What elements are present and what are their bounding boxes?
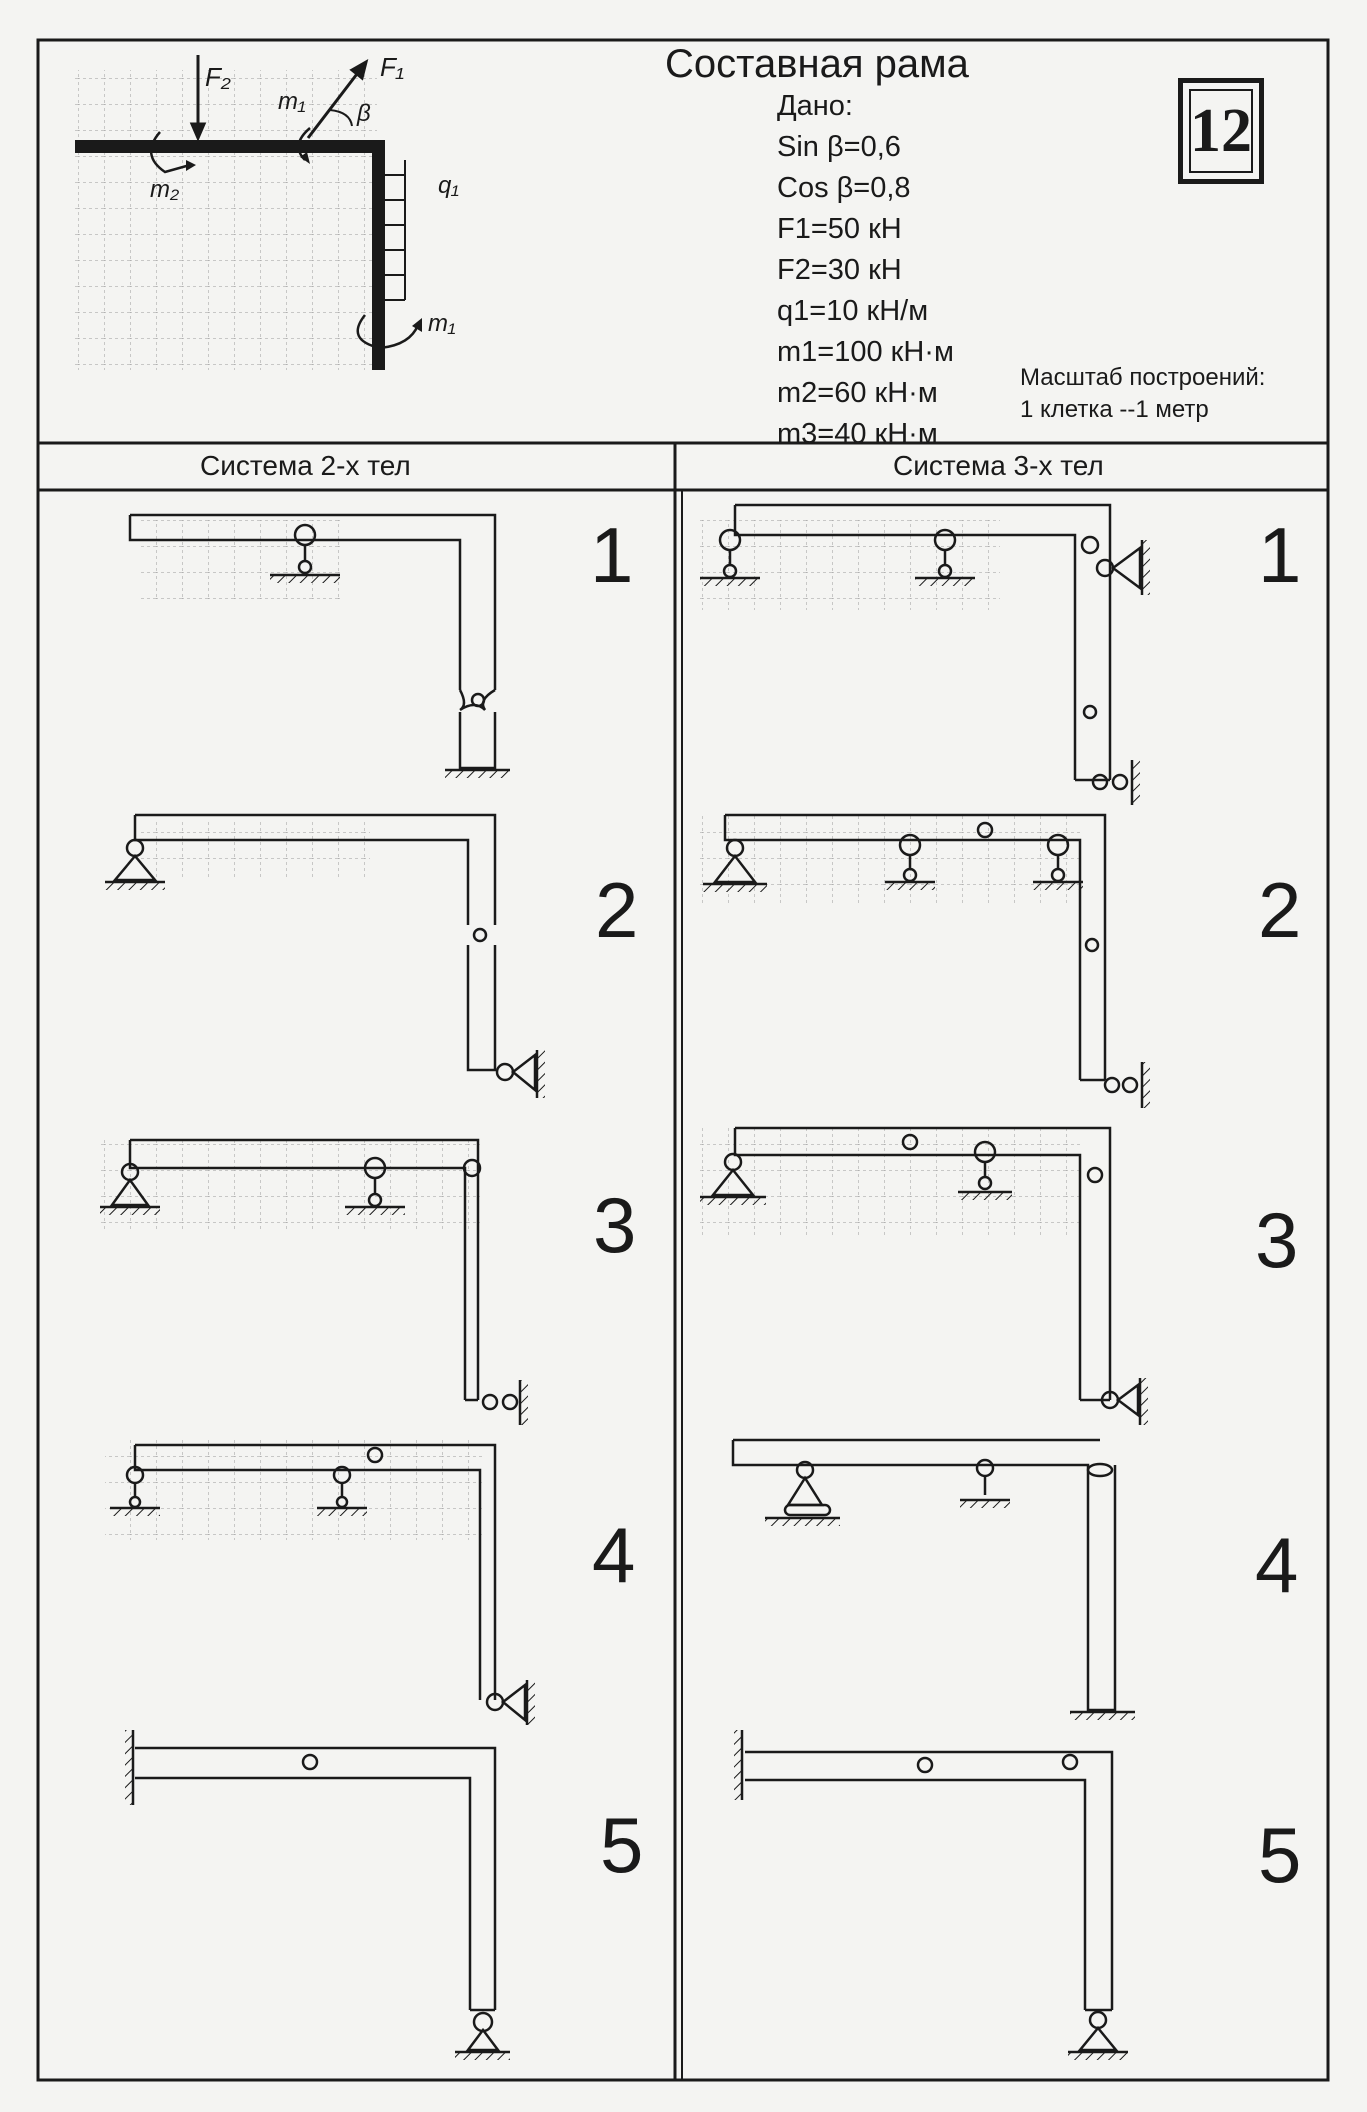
scale-note: Масштаб построений: 1 клетка --1 метр bbox=[1020, 362, 1265, 426]
left-variant-number-2: 2 bbox=[595, 866, 639, 954]
moment-m3-arc bbox=[356, 314, 420, 350]
given-m2: m2=60 кН·м bbox=[777, 377, 938, 409]
page-title: Составная рама bbox=[665, 42, 969, 86]
left-variant-5 bbox=[125, 1730, 510, 2060]
label-m2: m₂ bbox=[150, 176, 180, 203]
force-f2-arrow bbox=[189, 55, 207, 142]
variant-number-box: 12 bbox=[1178, 78, 1264, 184]
given-q1: q1=10 кН/м bbox=[777, 295, 929, 327]
moment-m2-arc bbox=[150, 131, 191, 174]
label-beta: β bbox=[357, 100, 371, 127]
left-variant-1 bbox=[128, 513, 510, 778]
right-variant-2 bbox=[700, 813, 1150, 1108]
right-variant-number-2: 2 bbox=[1258, 866, 1302, 954]
given-label: Дано: bbox=[777, 90, 853, 122]
right-variant-4 bbox=[731, 1438, 1135, 1720]
force-f1-arrow bbox=[306, 58, 369, 139]
given-m3: m3=40 кН·м bbox=[777, 418, 938, 450]
right-variant-5 bbox=[734, 1730, 1128, 2060]
given-block: Дано: Sin β=0,6 Cos β=0,8 F1=50 кН F2=30… bbox=[777, 86, 954, 455]
scale-value: 1 клетка --1 метр bbox=[1020, 396, 1209, 423]
left-variant-number-1: 1 bbox=[590, 511, 634, 599]
given-sin-beta: Sin β=0,6 bbox=[777, 131, 901, 163]
main-frame-scheme bbox=[72, 55, 422, 370]
given-m1: m1=100 кН·м bbox=[777, 336, 954, 368]
left-variant-number-4: 4 bbox=[592, 1511, 636, 1599]
column-heading-three-body: Система 3-х тел bbox=[893, 450, 1104, 481]
page-frame bbox=[36, 38, 1330, 2082]
label-f2: F₂ bbox=[205, 62, 231, 92]
left-variant-number-5: 5 bbox=[600, 1801, 644, 1889]
label-f1: F₁ bbox=[380, 52, 405, 82]
left-variant-2 bbox=[105, 813, 545, 1098]
right-variant-number-5: 5 bbox=[1258, 1811, 1302, 1899]
given-cos-beta: Cos β=0,8 bbox=[777, 172, 911, 204]
label-m3: m₁ bbox=[428, 310, 456, 337]
column-heading-two-body: Система 2-х тел bbox=[200, 450, 411, 481]
right-variant-number-1: 1 bbox=[1258, 511, 1302, 599]
right-variant-number-4: 4 bbox=[1255, 1521, 1299, 1609]
left-variant-number-3: 3 bbox=[593, 1181, 637, 1269]
right-variant-1 bbox=[700, 503, 1150, 805]
right-variant-3 bbox=[700, 1125, 1148, 1425]
given-f1: F1=50 кН bbox=[777, 213, 902, 245]
left-variant-4 bbox=[105, 1440, 535, 1725]
scale-title: Масштаб построений: bbox=[1020, 364, 1266, 391]
right-variant-number-3: 3 bbox=[1255, 1196, 1299, 1284]
left-variant-3 bbox=[100, 1138, 528, 1425]
label-m1: m₁ bbox=[278, 88, 306, 115]
variant-number: 12 bbox=[1189, 89, 1253, 173]
label-q1: q₁ bbox=[438, 172, 459, 199]
distributed-load-q1 bbox=[385, 160, 406, 301]
given-f2: F2=30 кН bbox=[777, 254, 902, 286]
